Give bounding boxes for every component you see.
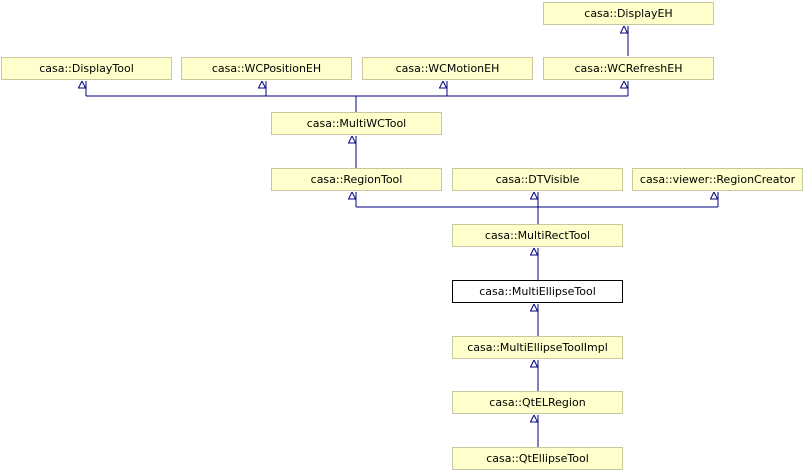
class-node-qtellipsetool[interactable]: casa::QtEllipseTool [452,447,623,470]
class-node-multirecttool[interactable]: casa::MultiRectTool [452,224,623,247]
class-node-qtelregion[interactable]: casa::QtELRegion [452,391,623,414]
class-node-regiontool[interactable]: casa::RegionTool [271,168,442,191]
class-node-wcmotioneh[interactable]: casa::WCMotionEH [362,57,533,80]
class-node-multiwctool[interactable]: casa::MultiWCTool [271,112,442,135]
class-node-regioncreator[interactable]: casa::viewer::RegionCreator [632,168,803,191]
class-node-multiellipsetoolimpl[interactable]: casa::MultiEllipseToolImpl [452,336,623,359]
class-node-multiellipsetool[interactable]: casa::MultiEllipseTool [452,280,623,303]
class-node-dtvisible[interactable]: casa::DTVisible [452,168,623,191]
class-node-wcrefresheh[interactable]: casa::WCRefreshEH [543,57,714,80]
class-node-wcpositioneh[interactable]: casa::WCPositionEH [181,57,352,80]
class-node-displaytool[interactable]: casa::DisplayTool [1,57,172,80]
class-node-displayeh[interactable]: casa::DisplayEH [543,2,714,25]
